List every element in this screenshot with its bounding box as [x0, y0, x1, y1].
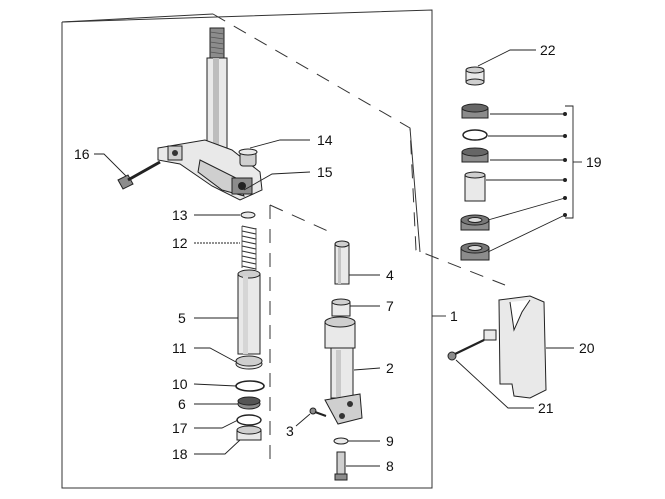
bolt-8	[334, 451, 348, 481]
label-9: 9	[386, 433, 394, 449]
label-13: 13	[172, 207, 188, 223]
pin-4	[334, 243, 350, 285]
label-20: 20	[579, 340, 595, 356]
steering-stem	[157, 27, 263, 201]
spring-12	[241, 225, 257, 270]
headset-parts	[460, 66, 490, 261]
label-7: 7	[386, 298, 394, 314]
label-14: 14	[317, 132, 333, 148]
leader-lines	[94, 49, 574, 467]
ring-13	[240, 211, 256, 219]
bearing-lower	[460, 242, 490, 261]
dashed-reference-lines	[212, 13, 506, 460]
label-18: 18	[172, 446, 188, 462]
label-16: 16	[74, 146, 90, 162]
label-1: 1	[450, 308, 458, 324]
label-12: 12	[172, 235, 188, 251]
ring-stack	[235, 355, 265, 441]
cover-20	[498, 295, 547, 399]
washer-9	[333, 437, 349, 445]
washer-19	[462, 129, 488, 141]
screw-21	[447, 329, 497, 361]
bolt-16	[117, 160, 161, 190]
label-6: 6	[178, 396, 186, 412]
label-15: 15	[317, 164, 333, 180]
ring-17	[236, 414, 262, 426]
label-3: 3	[286, 423, 294, 439]
label-4: 4	[386, 267, 394, 283]
label-22: 22	[540, 42, 556, 58]
sleeve-19	[464, 171, 486, 202]
fork-leg	[324, 240, 363, 425]
bearing-upper	[460, 214, 490, 231]
ring-10	[235, 380, 265, 392]
assembly-frame	[61, 9, 433, 489]
label-19: 19	[586, 154, 602, 170]
part-labels: 22 14 15 16 13 12 5 11 10 6 17 18 4 7 2 …	[74, 42, 602, 474]
group-bracket-19	[486, 105, 582, 253]
cap-14	[238, 148, 258, 167]
cap-22	[465, 66, 485, 86]
label-21: 21	[538, 400, 554, 416]
label-10: 10	[172, 376, 188, 392]
tube-5	[237, 269, 261, 355]
nut-top	[461, 103, 489, 119]
label-8: 8	[386, 458, 394, 474]
label-11: 11	[172, 340, 187, 356]
label-17: 17	[172, 420, 188, 436]
screw-3	[309, 407, 327, 417]
nut-lower	[461, 147, 489, 163]
label-5: 5	[178, 310, 186, 326]
label-2: 2	[386, 360, 394, 376]
